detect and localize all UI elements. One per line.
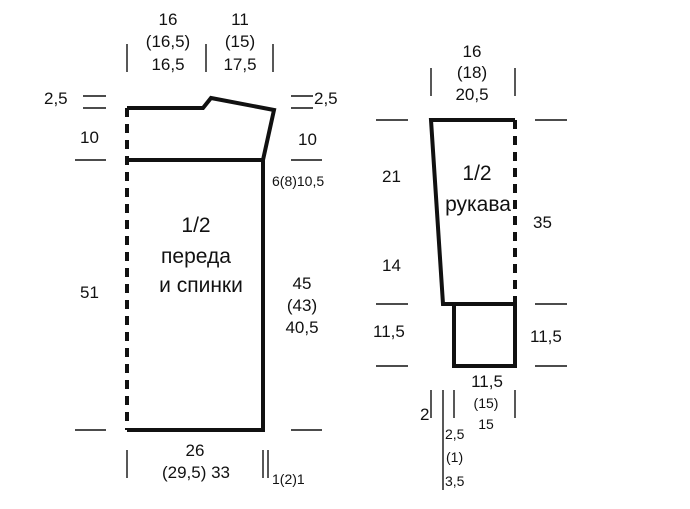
- body-bottom-width: 26: [186, 441, 205, 460]
- sleeve-right-total-height: 35: [533, 213, 552, 232]
- sleeve-outline-solid: [428, 118, 517, 368]
- body-right-armhole-depth: 10: [298, 130, 317, 149]
- body-title-line1: 1/2: [181, 214, 210, 237]
- sleeve-bottom-width-alt2: 15: [478, 416, 494, 432]
- body-right-side-height-alt1: (43): [287, 296, 317, 315]
- sleeve-right-lower-height: 11,5: [530, 327, 562, 346]
- body-bottom-width-sizes: (29,5) 33: [162, 463, 230, 482]
- body-right-shoulder-drop: 2,5: [314, 89, 338, 108]
- sleeve-top-width: 16: [463, 42, 482, 61]
- body-right-side-height-alt2: 40,5: [285, 318, 318, 337]
- body-bottom-offset: 1(2)1: [272, 471, 305, 487]
- body-top-right-width: 11: [231, 10, 249, 29]
- body-pattern-piece: [125, 95, 277, 432]
- sleeve-title-line1: 1/2: [462, 162, 491, 185]
- sleeve-dimension-marks: [376, 68, 567, 490]
- body-left-shoulder-drop: 2,5: [44, 89, 68, 108]
- body-title-line2: переда: [161, 245, 231, 268]
- body-armhole-decrease: 6(8)10,5: [272, 173, 324, 189]
- body-dimension-marks: [75, 44, 322, 478]
- sleeve-title-line2: рукава: [445, 193, 511, 216]
- sleeve-bottom-left-size-b: (1): [446, 449, 463, 465]
- body-top-right-width-alt1: (15): [225, 32, 255, 51]
- sleeve-bottom-width-alt1: (15): [474, 395, 499, 411]
- body-top-left-width: 16: [159, 10, 178, 29]
- body-title-line3: и спинки: [159, 274, 243, 297]
- sleeve-bottom-width: 11,5: [471, 372, 503, 391]
- body-left-height: 51: [80, 283, 99, 302]
- sleeve-left-upper-height: 21: [382, 167, 401, 186]
- sleeve-pattern-piece: [428, 118, 517, 368]
- sleeve-bottom-left-size-c: 3,5: [445, 473, 465, 489]
- body-right-side-height: 45: [293, 274, 312, 293]
- body-top-left-width-alt2: 16,5: [151, 55, 184, 74]
- sleeve-bottom-left-offset: 2: [420, 405, 429, 424]
- sleeve-top-width-alt1: (18): [457, 63, 487, 82]
- sleeve-left-middle-height: 14: [382, 256, 401, 275]
- body-top-right-width-alt2: 17,5: [223, 55, 256, 74]
- sleeve-bottom-left-size-a: 2,5: [445, 426, 465, 442]
- body-top-left-width-alt1: (16,5): [146, 32, 190, 51]
- sleeve-left-lower-height: 11,5: [373, 322, 405, 341]
- sleeve-labels: 16 (18) 20,5 21 14 11,5 35 11,5 1/2 рука…: [373, 42, 562, 489]
- body-labels: 16 (16,5) 16,5 11 (15) 17,5 2,5 10 51 2,…: [44, 10, 338, 487]
- body-left-armhole-depth: 10: [80, 128, 99, 147]
- body-outline-solid: [127, 95, 277, 432]
- sleeve-top-width-alt2: 20,5: [455, 85, 488, 104]
